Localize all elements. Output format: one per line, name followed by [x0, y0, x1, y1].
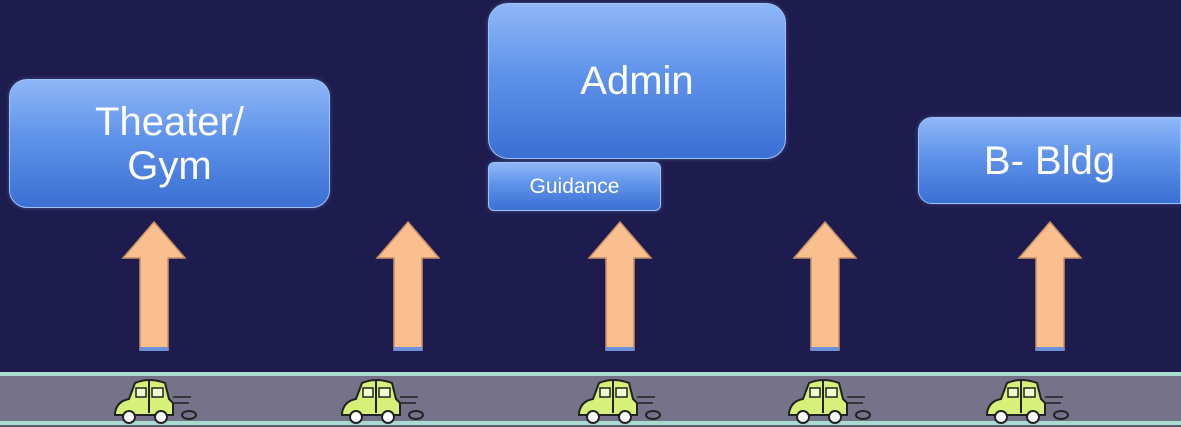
theater-gym-box: Theater/ Gym	[9, 79, 330, 208]
up-arrow-icon	[121, 220, 187, 351]
up-arrow-icon	[1017, 220, 1083, 351]
guidance-box: Guidance	[488, 162, 661, 211]
theater-gym-label-line2: Gym	[127, 143, 212, 188]
car-icon	[578, 379, 661, 424]
up-arrow-icon	[792, 220, 858, 351]
b-bldg-label: B- Bldg	[983, 138, 1116, 183]
theater-gym-label-line1: Theater/	[95, 99, 244, 144]
car-icon	[341, 379, 424, 424]
guidance-label: Guidance	[529, 174, 620, 198]
up-arrow-icon	[375, 220, 441, 351]
b-bldg-box: B- Bldg	[918, 117, 1181, 204]
car-icon	[986, 379, 1069, 424]
car-icon	[114, 379, 197, 424]
admin-label: Admin	[580, 59, 694, 103]
up-arrow-icon	[587, 220, 653, 351]
car-icon	[788, 379, 871, 424]
admin-box: Admin	[488, 3, 786, 159]
